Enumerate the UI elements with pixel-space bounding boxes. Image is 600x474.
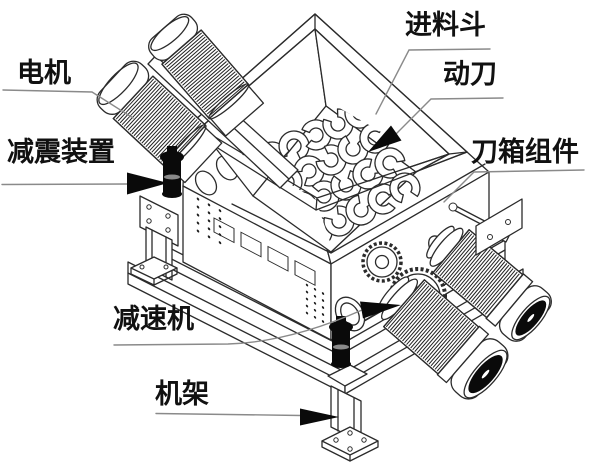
motor-fins [385, 281, 477, 372]
label-reducer: 减速机 [113, 304, 194, 334]
leader-line-reducer [113, 309, 363, 346]
label-moving-blade: 动刀 [443, 59, 497, 89]
label-knife-box-assembly: 刀箱组件 [471, 137, 579, 167]
leader-line-damping [1, 183, 129, 186]
side-slot-openings [213, 217, 316, 287]
perforation-grid-lower [305, 283, 325, 323]
frame-left-leg [130, 195, 179, 286]
leader-line-knife-box [443, 169, 585, 203]
frame-front-leg [321, 364, 379, 462]
right-bracket-plate [475, 198, 523, 256]
label-damping-device: 减震装置 [7, 137, 115, 167]
perforation-grid-upper [196, 197, 222, 245]
leader-line-frame [155, 412, 302, 417]
label-motor: 电机 [17, 58, 71, 88]
gear-small [361, 241, 403, 283]
arrow-damping-icon [127, 172, 168, 195]
leader-lines [1, 48, 585, 426]
motor-top-left-rear [148, 13, 265, 137]
leader-line-motor [2, 89, 134, 119]
arrow-frame-icon [300, 408, 339, 426]
arrow-moving-blade-icon [368, 125, 402, 152]
motor-bottom-right-rear [426, 225, 552, 342]
label-feed-hopper: 进料斗 [405, 10, 486, 40]
label-frame: 机架 [155, 379, 209, 409]
motor-bottom-right-front [377, 276, 509, 400]
motor-fins [115, 78, 204, 166]
damper-left [160, 146, 184, 198]
leader-line-moving-blade [393, 97, 504, 137]
damper-front [329, 316, 353, 368]
leader-line-feed-hopper [375, 48, 491, 115]
arrow-reducer-icon [360, 301, 401, 319]
